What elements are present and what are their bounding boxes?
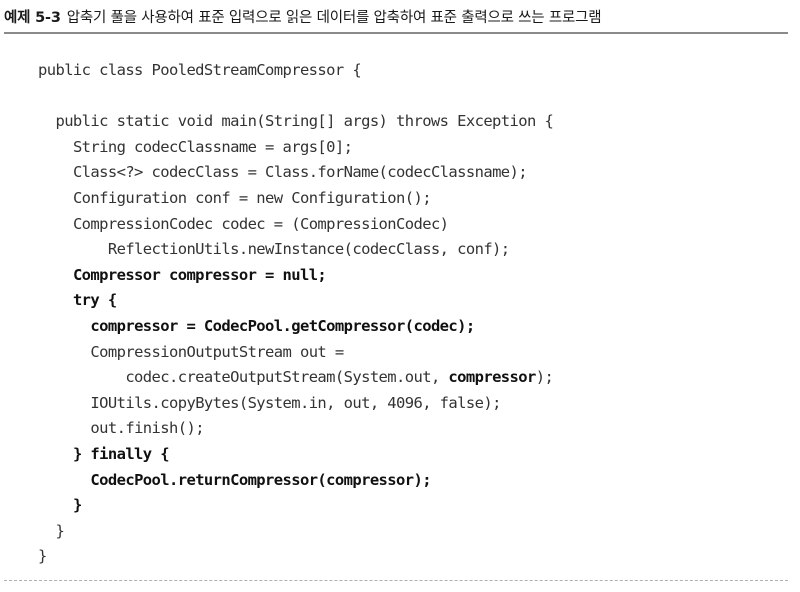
code-text: CompressionOutputStream out =	[90, 342, 344, 361]
code-indent	[38, 291, 73, 309]
code-line: public class PooledStreamCompressor {	[38, 58, 553, 84]
code-line: ReflectionUtils.newInstance(codecClass, …	[38, 237, 553, 263]
code-line: }	[38, 544, 553, 570]
code-text-emphasized: try {	[72, 291, 117, 310]
caption-divider	[4, 32, 788, 34]
caption-label: 예제 5-3	[4, 10, 61, 26]
code-text: CompressionCodec codec = (CompressionCod…	[72, 214, 449, 233]
code-line: } finally {	[38, 442, 553, 468]
code-line	[38, 84, 553, 110]
code-line: public static void main(String[] args) t…	[38, 109, 553, 135]
code-line: CompressionOutputStream out =	[38, 340, 553, 366]
code-text: IOUtils.copyBytes(System.in, out, 4096, …	[90, 393, 501, 412]
code-text-emphasized: } finally {	[72, 444, 170, 463]
code-text-emphasized: Compressor compressor = null;	[72, 265, 327, 284]
code-line: codec.createOutputStream(System.out, com…	[38, 365, 553, 391]
code-text: ReflectionUtils.newInstance(codecClass, …	[107, 240, 510, 259]
code-text: Configuration conf = new Configuration()…	[72, 188, 432, 207]
code-line: Compressor compressor = null;	[38, 263, 553, 289]
code-indent	[38, 394, 90, 412]
code-indent	[38, 112, 55, 130]
code-indent	[38, 189, 73, 207]
code-line: CodecPool.returnCompressor(compressor);	[38, 468, 553, 494]
caption-text: 압축기 풀을 사용하여 표준 입력으로 읽은 데이터를 압축하여 표준 출력으로…	[66, 10, 602, 26]
code-indent	[38, 445, 73, 463]
code-text: String codecClassname = args[0];	[72, 137, 353, 156]
code-indent	[38, 471, 90, 489]
figure-caption: 예제 5-3 압축기 풀을 사용하여 표준 입력으로 읽은 데이터를 압축하여 표…	[4, 6, 602, 27]
code-indent	[38, 419, 90, 437]
code-indent	[38, 496, 73, 514]
code-text: public class PooledStreamCompressor {	[38, 61, 362, 79]
code-text: }	[38, 547, 47, 566]
code-line: }	[38, 519, 553, 545]
code-text-emphasized: CodecPool.returnCompressor(compressor);	[90, 470, 431, 489]
code-line: try {	[38, 288, 553, 314]
code-indent	[38, 368, 125, 386]
code-text-emphasized: compressor = CodecPool.getCompressor(cod…	[90, 316, 475, 335]
code-listing: public class PooledStreamCompressor { pu…	[38, 58, 554, 570]
code-indent	[38, 343, 90, 361]
code-indent	[38, 317, 90, 335]
code-indent	[38, 138, 73, 156]
code-line: }	[38, 493, 553, 519]
code-indent	[38, 215, 73, 233]
code-indent	[38, 240, 108, 258]
code-text: out.finish();	[90, 419, 204, 438]
code-text: }	[55, 521, 65, 540]
code-text-emphasized: compressor	[448, 368, 536, 387]
code-text: Class<?> codecClass = Class.forName(code…	[72, 163, 528, 182]
code-line: CompressionCodec codec = (CompressionCod…	[38, 212, 553, 238]
code-line: String codecClassname = args[0];	[38, 135, 553, 161]
code-line: compressor = CodecPool.getCompressor(cod…	[38, 314, 553, 340]
code-text-emphasized: }	[72, 496, 82, 515]
code-indent	[38, 163, 73, 181]
code-indent	[38, 522, 55, 540]
code-indent	[38, 266, 73, 284]
listing-end-divider	[4, 580, 788, 581]
code-text: codec.createOutputStream(System.out,	[125, 368, 449, 387]
code-line: Class<?> codecClass = Class.forName(code…	[38, 160, 553, 186]
code-line: IOUtils.copyBytes(System.in, out, 4096, …	[38, 391, 553, 417]
code-line: Configuration conf = new Configuration()…	[38, 186, 553, 212]
code-text: public static void main(String[] args) t…	[55, 112, 554, 131]
code-text: );	[535, 368, 554, 387]
code-line: out.finish();	[38, 416, 553, 442]
